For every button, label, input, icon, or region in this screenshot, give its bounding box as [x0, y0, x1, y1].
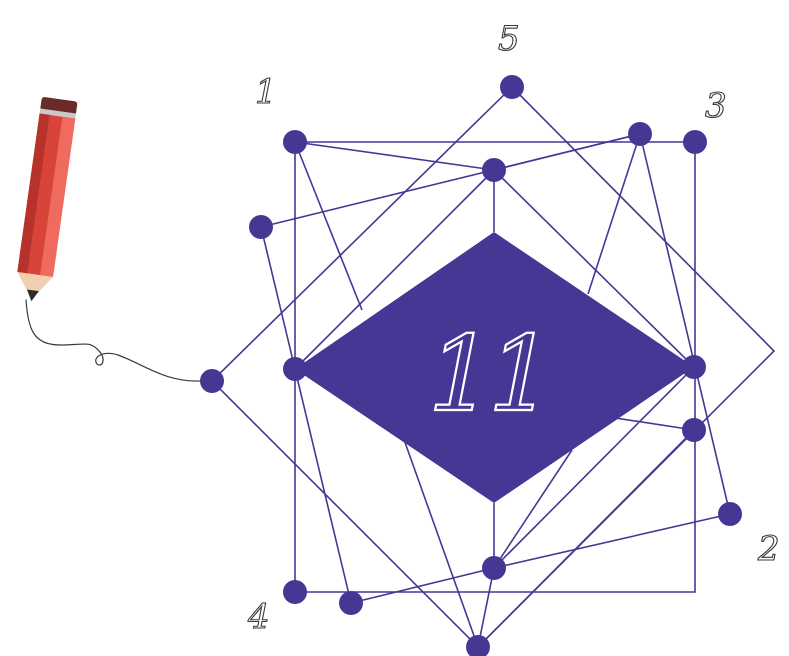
label-top-right: 3	[705, 86, 727, 126]
node	[628, 122, 652, 146]
node	[249, 215, 273, 239]
node	[682, 418, 706, 442]
pencil-icon	[14, 97, 78, 304]
node	[482, 556, 506, 580]
center-value: 11	[428, 313, 548, 435]
node	[283, 580, 307, 604]
node	[482, 158, 506, 182]
node	[339, 591, 363, 615]
node	[682, 355, 706, 379]
label-top-left: 1	[255, 72, 277, 112]
node	[283, 130, 307, 154]
node	[283, 357, 307, 381]
label-top: 5	[498, 19, 520, 59]
pencil-cord	[26, 300, 200, 381]
label-right: 2	[757, 529, 780, 569]
node	[200, 369, 224, 393]
node	[683, 130, 707, 154]
label-bottom-left: 4	[247, 597, 270, 637]
node	[500, 75, 524, 99]
node	[718, 502, 742, 526]
